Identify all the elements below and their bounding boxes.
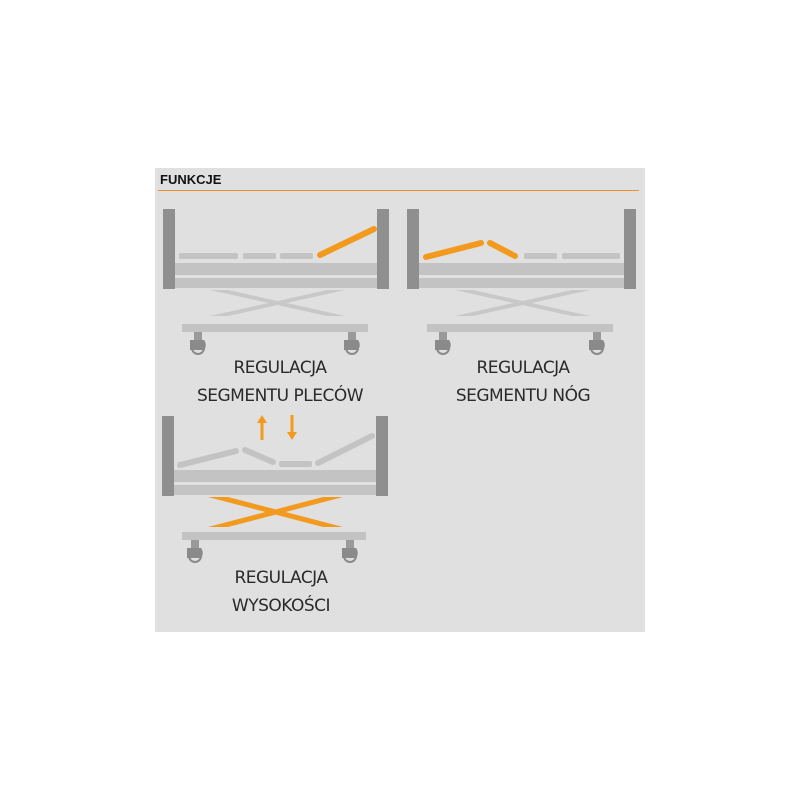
label-line-2: WYSOKOŚCI [231, 596, 331, 616]
label-line-2: SEGMENTU PLECÓW [196, 386, 364, 406]
label-line-2: SEGMENTU NÓG [455, 386, 591, 406]
label-line-1: REGULACJA [476, 358, 570, 378]
section-title: FUNKCJE [160, 172, 222, 187]
bed-backrest-adjust-icon [163, 209, 389, 355]
label-line-1: REGULACJA [234, 568, 328, 588]
functions-panel [155, 168, 645, 632]
bed-height-adjust-icon [162, 415, 388, 563]
arrow-down-icon [287, 415, 297, 440]
label-line-1: REGULACJA [233, 358, 327, 378]
bed-legrest-adjust-icon [407, 209, 636, 355]
function-label-legrest: REGULACJA SEGMENTU NÓG [403, 354, 643, 410]
function-label-height: REGULACJA WYSOKOŚCI [161, 564, 401, 620]
arrow-up-icon [257, 415, 267, 440]
function-label-backrest: REGULACJA SEGMENTU PLECÓW [160, 354, 400, 410]
title-divider [158, 190, 639, 191]
